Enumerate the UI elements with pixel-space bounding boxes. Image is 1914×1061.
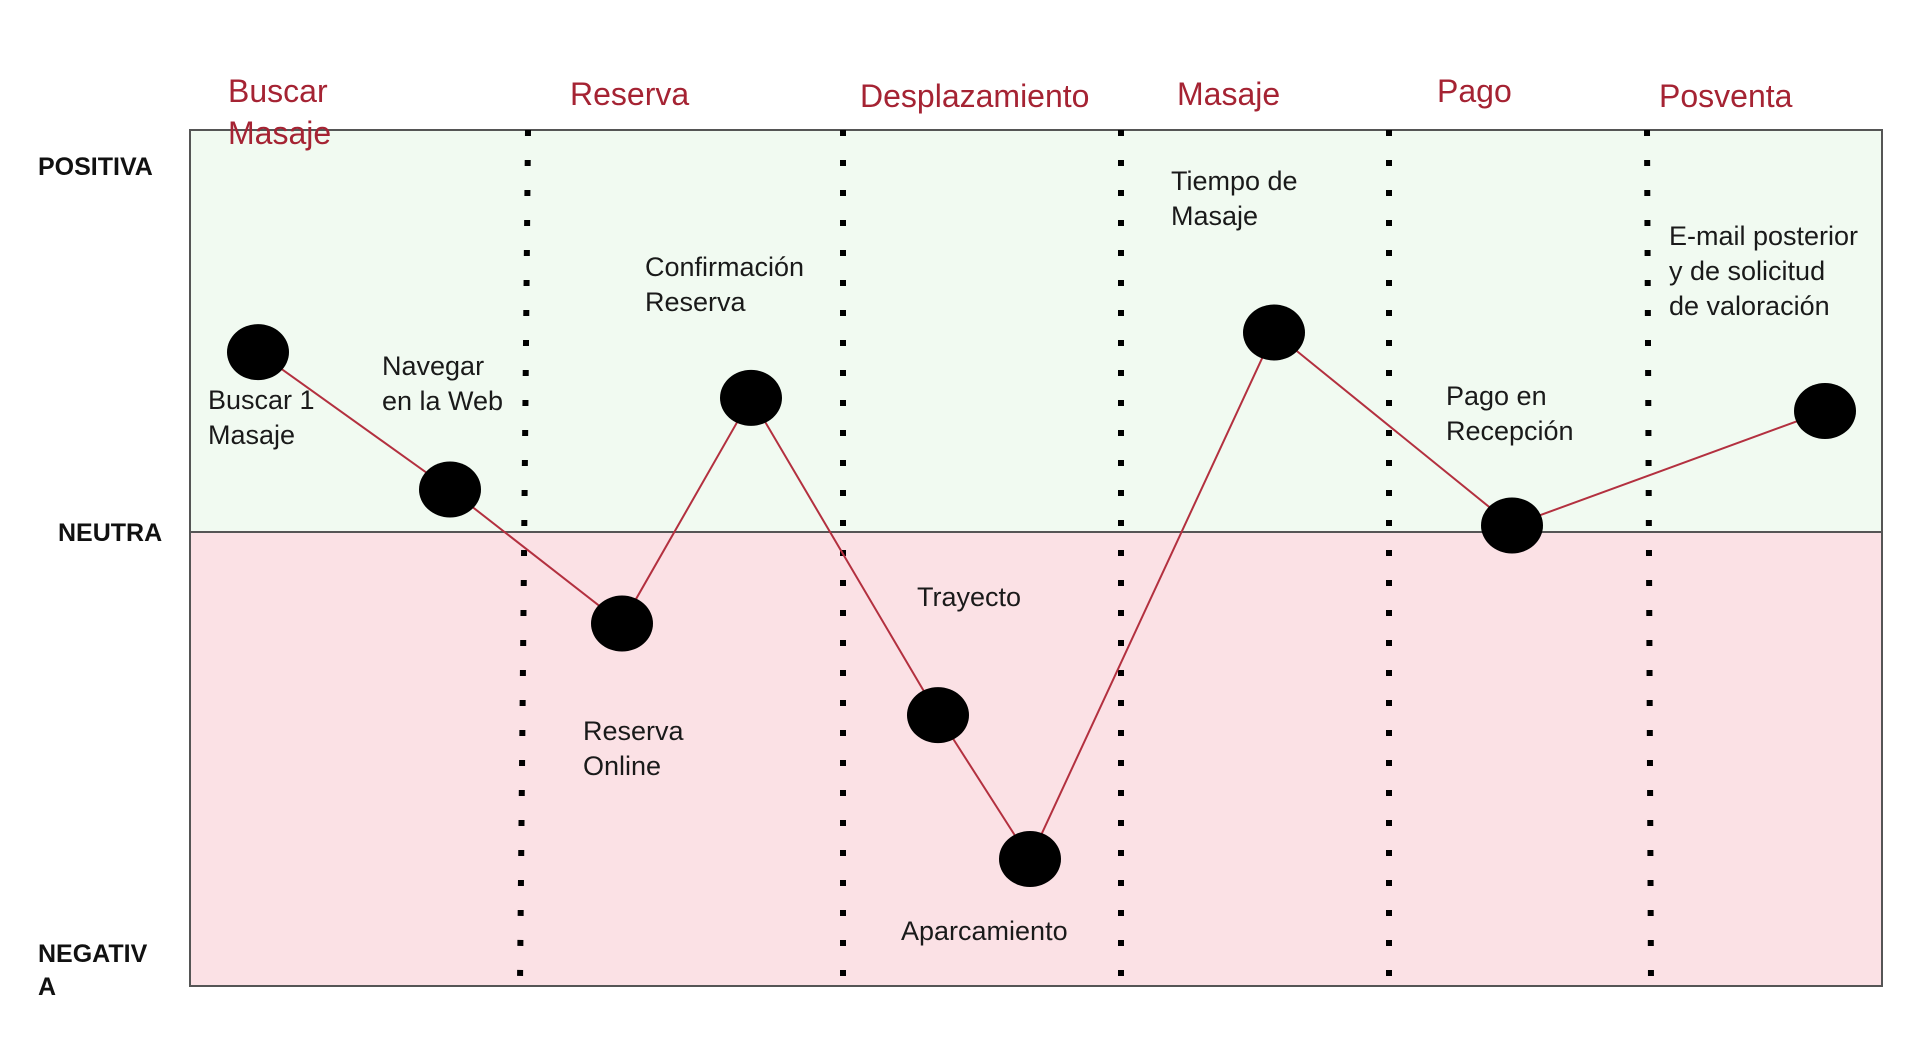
- touchpoint-label-line: E-mail posterior: [1669, 221, 1858, 251]
- touchpoint-marker: [907, 687, 969, 744]
- axis-label-neutral: NEUTRA: [58, 519, 162, 547]
- touchpoint-label-line: en la Web: [382, 386, 503, 416]
- touchpoint-label-trayecto: Trayecto: [917, 582, 1021, 612]
- stage-headers: Buscar Masaje Reserva Desplazamiento Mas…: [228, 73, 1793, 151]
- stage-header-pago: Pago: [1437, 73, 1512, 109]
- touchpoint-label-aparcamiento: Aparcamiento: [901, 916, 1068, 946]
- touchpoint-label-line: Masaje: [1171, 201, 1258, 231]
- touchpoint-label-line: Navegar: [382, 351, 484, 381]
- axis-label-negative-continued: A: [38, 973, 56, 1001]
- touchpoint-label-line: Pago en: [1446, 381, 1547, 411]
- axis-label-negative: NEGATIV: [38, 940, 148, 968]
- stage-header-line: Posventa: [1659, 78, 1793, 114]
- touchpoints: [227, 304, 1856, 887]
- touchpoint-marker: [419, 461, 481, 518]
- touchpoint-label-tiempo-masaje: Tiempo de Masaje: [1171, 166, 1305, 231]
- stage-header-line: Reserva: [570, 76, 689, 112]
- chart-frame: [189, 129, 1883, 987]
- touchpoint-marker: [1481, 497, 1543, 554]
- touchpoint-marker: [227, 324, 289, 381]
- stage-header-line: Buscar: [228, 73, 328, 109]
- axis-label-positive: POSITIVA: [38, 153, 153, 181]
- stage-header-desplazamiento: Desplazamiento: [860, 78, 1089, 114]
- touchpoint-label-line: Reserva: [583, 716, 685, 746]
- stage-header-line: Masaje: [228, 115, 331, 151]
- touchpoint-label-reserva-online: Reserva Online: [583, 716, 691, 781]
- touchpoint-label-line: y de solicitud: [1669, 256, 1825, 286]
- stage-header-line: Desplazamiento: [860, 78, 1089, 114]
- touchpoint-label-navegar-web: Navegar en la Web: [382, 351, 503, 416]
- touchpoint-label-line: Recepción: [1446, 416, 1574, 446]
- stage-header-line: Masaje: [1177, 76, 1280, 112]
- touchpoint-label-line: Confirmación: [645, 252, 804, 282]
- touchpoint-marker: [1794, 383, 1856, 440]
- touchpoint-label-email-valoracion: E-mail posterior y de solicitud de valor…: [1669, 221, 1866, 321]
- touchpoint-label-line: de valoración: [1669, 291, 1830, 321]
- touchpoint-label-line: Trayecto: [917, 582, 1021, 612]
- stage-header-reserva: Reserva: [570, 76, 689, 112]
- touchpoint-labels: Buscar 1 Masaje Navegar en la Web Reserv…: [208, 166, 1866, 946]
- touchpoint-marker: [591, 595, 653, 652]
- touchpoint-label-line: Tiempo de: [1171, 166, 1298, 196]
- touchpoint-label-line: Online: [583, 751, 661, 781]
- negative-zone: [190, 532, 1882, 986]
- touchpoint-label-confirmacion-reserva: Confirmación Reserva: [645, 252, 812, 317]
- touchpoint-label-line: Masaje: [208, 420, 295, 450]
- touchpoint-label-buscar-1-masaje: Buscar 1 Masaje: [208, 385, 322, 450]
- stage-header-masaje: Masaje: [1177, 76, 1280, 112]
- stage-header-posventa: Posventa: [1659, 78, 1793, 114]
- touchpoint-label-pago-recepcion: Pago en Recepción: [1446, 381, 1574, 446]
- touchpoint-marker: [999, 831, 1061, 887]
- positive-zone: [190, 130, 1882, 532]
- touchpoint-label-line: Reserva: [645, 287, 747, 317]
- touchpoint-marker: [1243, 304, 1305, 361]
- stage-header-buscar-masaje: Buscar Masaje: [228, 73, 336, 151]
- touchpoint-label-line: Aparcamiento: [901, 916, 1068, 946]
- stage-header-line: Pago: [1437, 73, 1512, 109]
- touchpoint-marker: [720, 369, 782, 426]
- touchpoint-label-line: Buscar 1: [208, 385, 315, 415]
